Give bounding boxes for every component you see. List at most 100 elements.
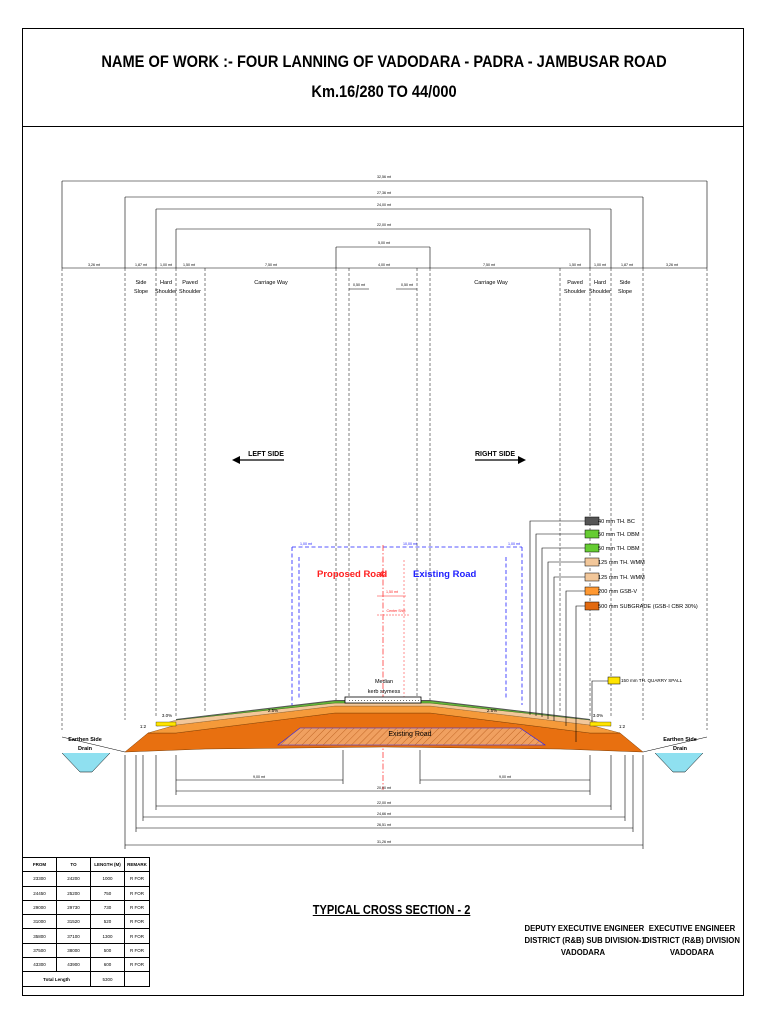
seg-right-hard-label: 1,00 mt — [594, 263, 606, 267]
paved-shoulder-right-l2: Shoulder — [564, 289, 586, 295]
right-side-indicator: RIGHT SIDE — [475, 451, 526, 464]
earthen-drain-left-l2: Drain — [78, 746, 93, 752]
table-cell: 43900 — [56, 957, 91, 973]
layer-label: 200 mm GSB-V — [598, 589, 637, 595]
seg-right-cw-label: 7,50 mt — [483, 263, 495, 267]
road-layers — [61, 696, 708, 773]
layer-swatch — [584, 586, 600, 596]
shift-label: 1,50 mt — [386, 590, 398, 594]
existing-road-bottom-label: Existing Road — [388, 731, 431, 738]
section-title: TYPICAL CROSS SECTION - 2 — [312, 902, 471, 917]
left-side-indicator: LEFT SIDE — [232, 451, 284, 464]
right-side-label: RIGHT SIDE — [475, 451, 515, 458]
hard-shoulder-right-l2: Shoulder — [589, 289, 611, 295]
dim-overall-label: 32,56 mt — [377, 175, 391, 179]
bottom-dimension-lines — [124, 750, 644, 849]
bc-layer — [176, 700, 590, 720]
table-header-from: FROM — [22, 856, 57, 873]
seg-left-outer-label: 3,26 mt — [88, 263, 100, 267]
table-total-label: Total Length — [22, 971, 91, 987]
layer-label: 50 mm TH. DBM — [598, 546, 640, 552]
signature-deputy-line3: VADODARA — [560, 947, 606, 957]
table-cell: 38000 — [56, 942, 91, 959]
side-slope-right-l1: Side — [619, 280, 630, 286]
table-total-value: 5300 — [90, 971, 125, 987]
layer-label: 500 mm SUBGRADE (GSB-I CBR 30%) — [598, 604, 698, 610]
proposed-road-label: Proposed Road — [317, 569, 387, 580]
dim-bottom-right-half: 9,00 mt — [499, 775, 511, 779]
layer-label: 125 mm TH. WMM — [598, 575, 645, 581]
table-cell: R FOR — [124, 899, 150, 916]
seg-left-hard-label: 1,00 mt — [160, 263, 172, 267]
layer-swatch — [584, 516, 600, 526]
dim-row3-label: 24,00 mt — [377, 203, 391, 207]
table-cell: 24200 — [56, 871, 91, 887]
dim-bottom-row5: 31,26 mt — [377, 840, 391, 844]
paved-shoulder-right-l1: Paved — [567, 280, 583, 286]
table-header-remark: REMARK — [124, 856, 150, 873]
seg-left-slope-label: 1,87 mt — [135, 263, 147, 267]
dim-left-box-label: 1,00 mt — [300, 542, 312, 546]
paved-shoulder-left-l2: Shoulder — [179, 289, 201, 295]
signature-block-deputy: DEPUTY EXECUTIVE ENGINEER DISTRICT (R&B)… — [525, 922, 646, 958]
seg-median-inner-left: 0,50 mt — [353, 283, 365, 287]
table-cell: 1300 — [90, 928, 125, 944]
seg-right-outer-label: 3,26 mt — [666, 263, 678, 267]
title-block — [22, 28, 744, 127]
table-cell: 29730 — [56, 899, 91, 916]
table-cell: 24450 — [22, 885, 57, 901]
title-line-1: NAME OF WORK :- FOUR LANNING OF VADODARA… — [101, 52, 667, 71]
table-header-length: LENGTH (M) — [90, 856, 125, 873]
seg-median-inner-right: 0,50 mt — [401, 283, 413, 287]
center-shift-label: Center Shift — [387, 609, 406, 613]
signature-executive-line1: EXECUTIVE ENGINEER — [648, 923, 736, 933]
dim-center-box-label: 10,00 mt — [403, 542, 417, 546]
table-cell: R FOR — [124, 957, 150, 973]
earthen-drain-right-shape — [654, 752, 704, 773]
table-cell: 520 — [90, 914, 125, 930]
signature-executive-line2: DISTRICT (R&B) DIVISION — [644, 935, 740, 945]
earthen-drain-right-l1: Earthen Side — [663, 737, 697, 743]
table-cell: 750 — [90, 885, 125, 901]
carriage-way-right: Carriage Way — [474, 280, 508, 286]
dim-row4-label: 22,00 mt — [377, 223, 391, 227]
quarry-spall-swatch — [607, 676, 621, 685]
table-total-remark — [124, 971, 150, 987]
layer-label: 50 mm TH. DBM — [598, 532, 640, 538]
table-header-row: FROM TO LENGTH (M) REMARK — [22, 856, 150, 873]
table-cell: 23300 — [22, 871, 57, 887]
layer-label: 40 mm TH. BC — [598, 519, 635, 525]
quarry-spall-label: 150 mm TH. QUARRY SPALL — [621, 678, 683, 683]
table-cell: 35800 — [22, 928, 57, 944]
projection-lines — [61, 268, 708, 730]
median-label: Median — [375, 679, 393, 685]
dim-right-box-label: 1,00 mt — [508, 542, 520, 546]
quarry-spall-left — [155, 721, 177, 727]
arrow-left-icon — [232, 456, 240, 464]
camber-left-label: 2.5% — [268, 708, 278, 713]
seg-right-slope-label: 1,87 mt — [621, 263, 633, 267]
table-cell: 730 — [90, 899, 125, 916]
paved-shoulder-left-l1: Paved — [182, 280, 198, 286]
table-cell: 29000 — [22, 899, 57, 916]
seg-right-paved-label: 1,50 mt — [569, 263, 581, 267]
quarry-spall-right — [589, 721, 612, 727]
hard-shoulder-right-l1: Hard — [594, 280, 606, 286]
earthen-drain-right-l2: Drain — [673, 746, 688, 752]
layer-swatch — [584, 529, 600, 539]
table-cell: 43300 — [22, 957, 57, 973]
table-cell: 31520 — [56, 914, 91, 930]
table-cell: 37500 — [22, 942, 57, 959]
hard-shoulder-left-l1: Hard — [160, 280, 172, 286]
dim-bottom-row2: 22,00 mt — [377, 801, 391, 805]
layer-label: 125 mm TH. WMM — [598, 560, 645, 566]
layer-swatch — [584, 543, 600, 553]
dim-bottom-row1: 20,00 mt — [377, 786, 391, 790]
seg-left-paved-label: 1,50 mt — [183, 263, 195, 267]
